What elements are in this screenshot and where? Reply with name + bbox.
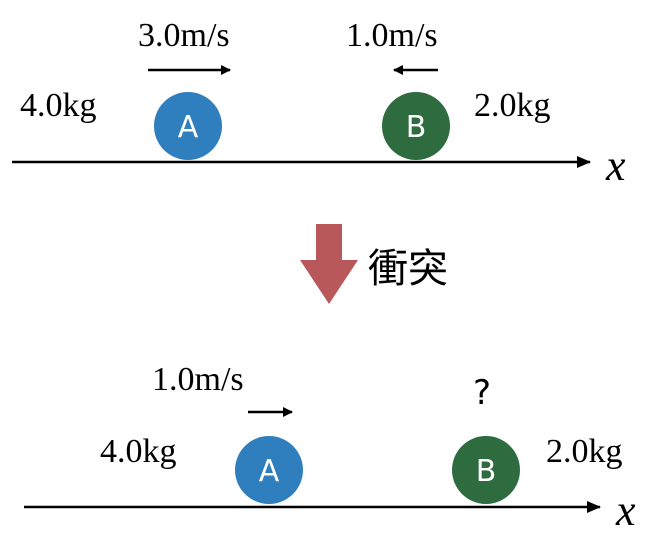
before-ball-b-velocity: 1.0m/s: [346, 17, 438, 54]
after-ball-b-mass: 2.0kg: [546, 433, 623, 470]
after-ball-b: [452, 436, 520, 504]
before-panel: x 3.0m/s 4.0kg A 1.0m/s B 2.0kg: [12, 17, 626, 190]
after-axis-label: x: [615, 486, 636, 535]
before-ball-b: [382, 92, 450, 160]
before-ball-a-velocity: 3.0m/s: [138, 17, 230, 54]
collision-transition: 衝突: [300, 224, 448, 304]
after-ball-a-velocity: 1.0m/s: [152, 361, 244, 398]
before-ball-a-mass: 4.0kg: [20, 87, 97, 124]
after-ball-a-letter: A: [259, 454, 280, 489]
after-panel: x 1.0m/s 4.0kg A ? B 2.0kg: [24, 361, 636, 535]
before-ball-a: [154, 92, 222, 160]
before-ball-a-letter: A: [178, 110, 199, 145]
before-ball-b-letter: B: [406, 110, 427, 145]
before-ball-b-mass: 2.0kg: [474, 87, 551, 124]
down-arrow-icon: [300, 224, 358, 304]
collision-label: 衝突: [368, 246, 448, 292]
after-ball-b-velocity-unknown: ?: [473, 373, 491, 413]
after-ball-a: [235, 436, 303, 504]
after-ball-b-letter: B: [476, 454, 497, 489]
after-ball-a-mass: 4.0kg: [100, 433, 177, 470]
before-axis-label: x: [605, 141, 626, 190]
